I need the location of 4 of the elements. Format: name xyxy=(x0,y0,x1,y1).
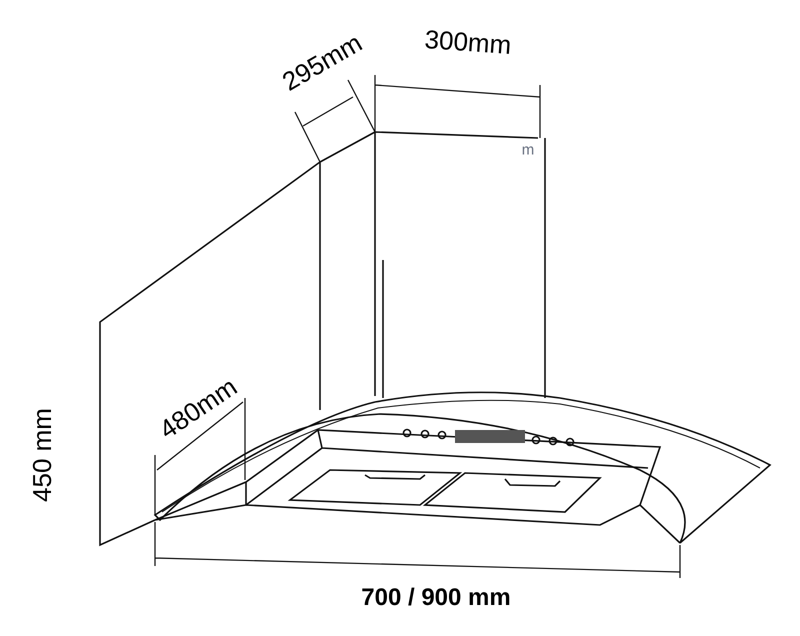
dimension-label: m xyxy=(522,142,534,158)
dimension-label: 450 mm xyxy=(29,408,55,502)
dimension-label: 300mm xyxy=(424,26,512,58)
dimension-label: 700 / 900 mm xyxy=(361,586,511,610)
